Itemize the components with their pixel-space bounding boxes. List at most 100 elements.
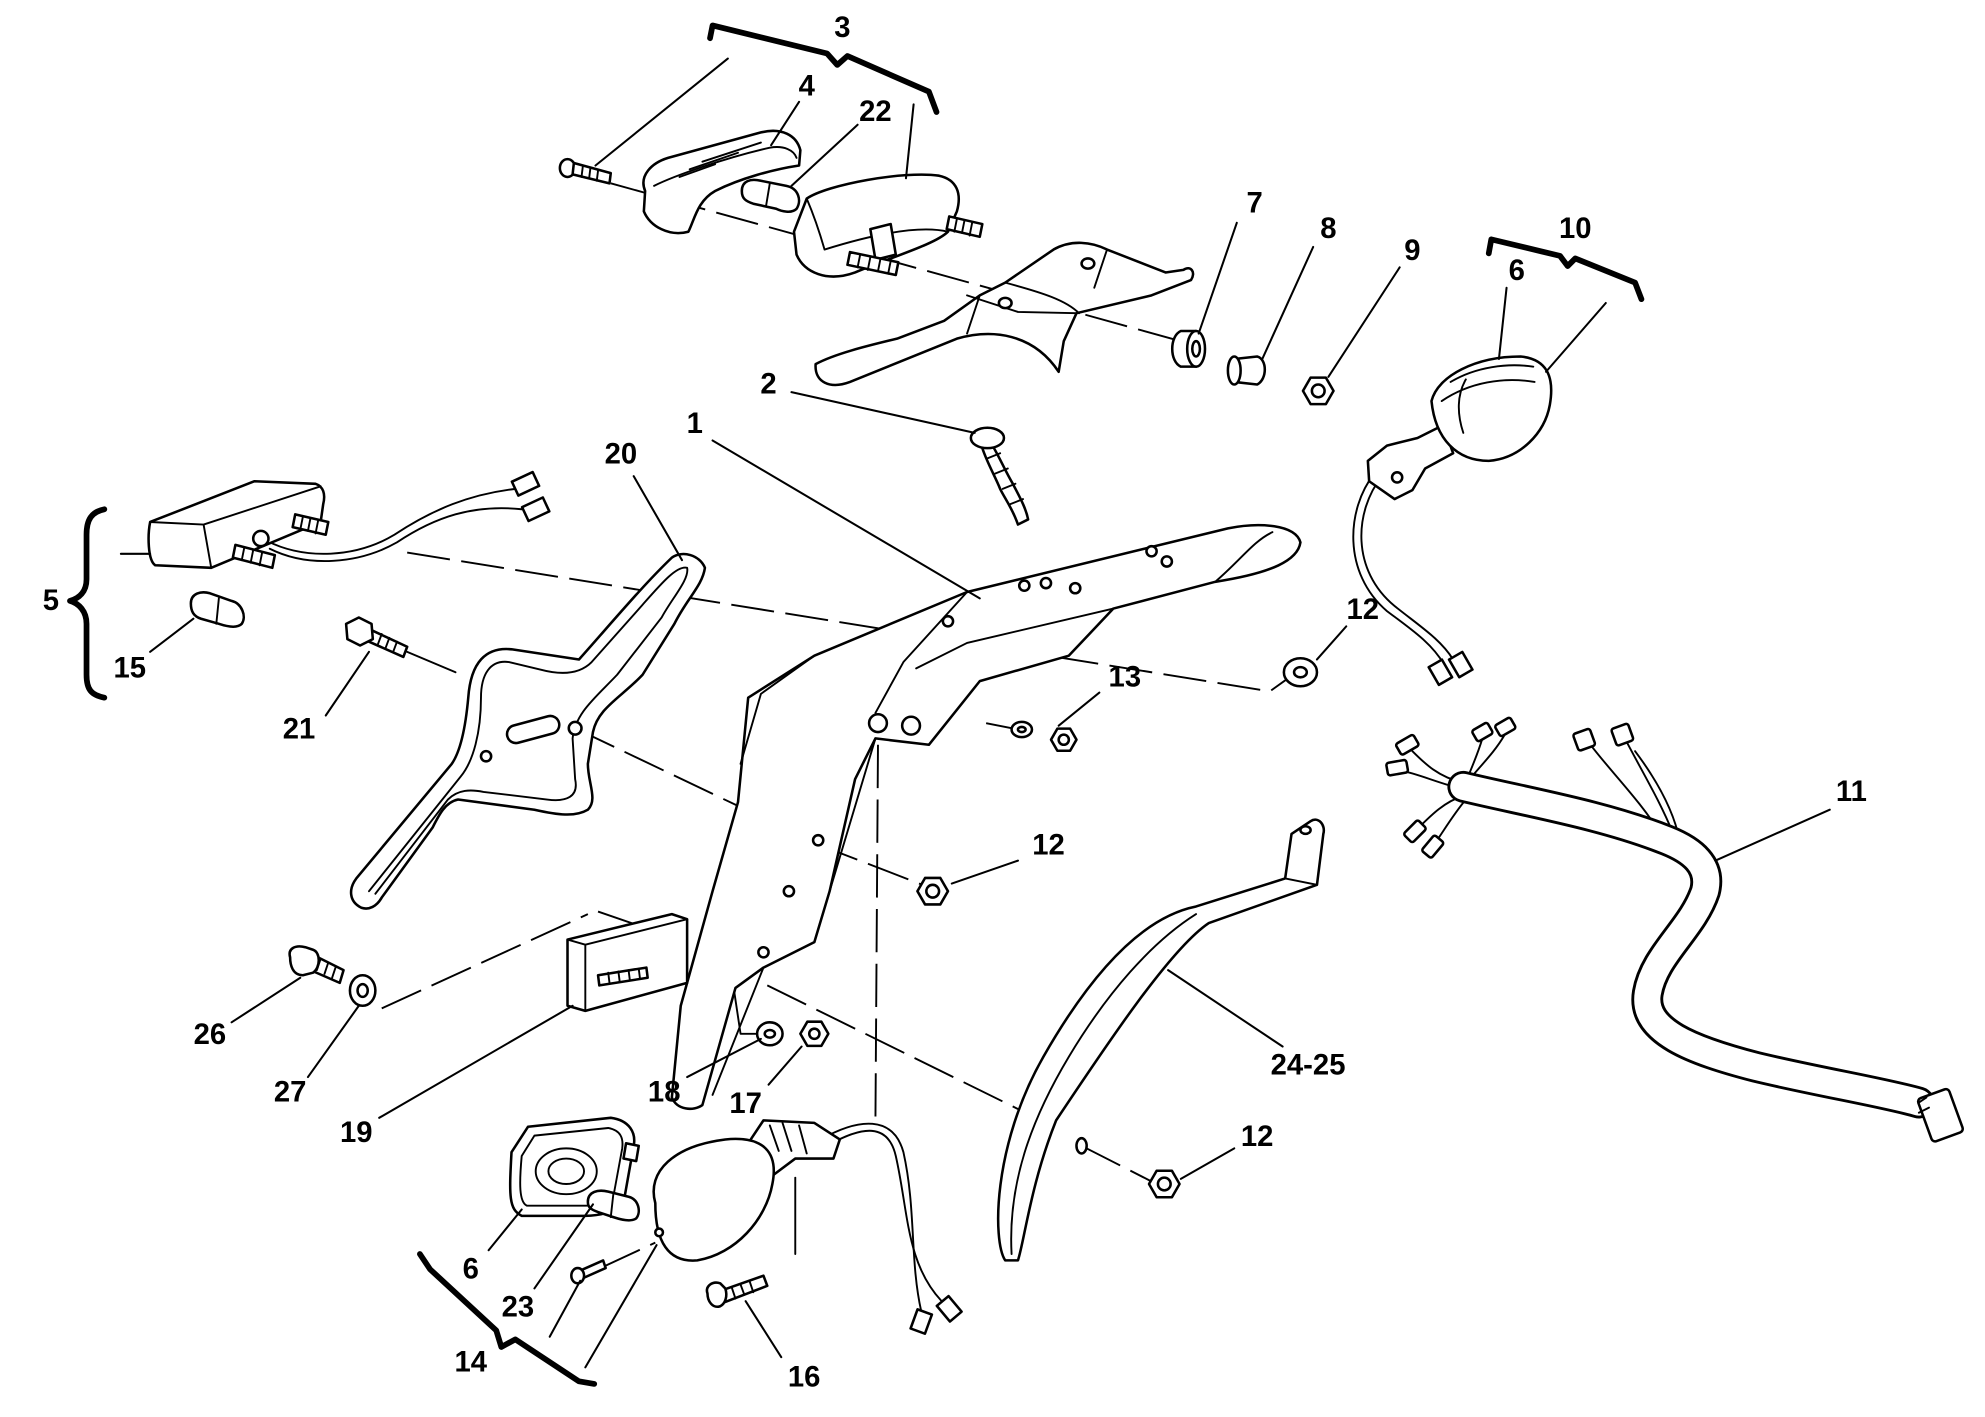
harness-connector (1394, 733, 1420, 756)
leader-11 (1714, 808, 1831, 862)
turn-signal-lens (1430, 355, 1553, 463)
axis-plate-holder (574, 727, 741, 809)
harness-connector (1494, 716, 1517, 738)
rear-fender (670, 523, 1302, 1111)
reflector-body (566, 912, 689, 1013)
rivet-head (969, 426, 1006, 450)
leader-15 (149, 617, 195, 653)
holder-hole (567, 720, 583, 736)
brace-5 (67, 506, 108, 701)
leader-3-right (904, 103, 915, 180)
nut-12-lower (1147, 1169, 1181, 1199)
fender-hole (1068, 581, 1082, 595)
housing-tab (869, 222, 898, 261)
screw-thread (580, 165, 599, 182)
washer-hole (1292, 665, 1309, 679)
lens-screw (570, 1259, 607, 1285)
plate-light-body (147, 479, 326, 570)
harness-connector (1610, 722, 1635, 747)
turn-signal-bulb (586, 1189, 640, 1222)
fender-hole (757, 945, 770, 959)
lens-ridges (1440, 364, 1536, 434)
brace-10 (1485, 236, 1645, 303)
harness-connector (1572, 727, 1597, 752)
leader-14-screw (548, 1279, 582, 1338)
bolt-head (288, 945, 321, 977)
leader-2 (790, 391, 976, 434)
fender-hole (811, 833, 825, 847)
callout-15: 15 (114, 652, 147, 684)
stud-thread (607, 967, 641, 984)
harness-connector (1385, 758, 1410, 777)
axis-reflector-bolt (381, 913, 589, 1010)
leader-21 (324, 650, 371, 717)
callout-5: 5 (43, 585, 59, 617)
fender-hole (941, 614, 955, 628)
callout-13: 13 (1109, 661, 1142, 693)
plate-light-wire (266, 487, 517, 555)
plastic-rivet (969, 426, 1030, 526)
fender-mount-hole (900, 715, 922, 736)
stem-hole (1390, 471, 1404, 484)
leader-3-left (594, 57, 729, 167)
bracket-hole (1299, 824, 1312, 836)
turn-signal-wire (826, 1129, 943, 1303)
leader-23 (533, 1203, 594, 1290)
turn-signal-lower (652, 1119, 963, 1335)
group-braces (67, 22, 1645, 1387)
leader-7 (1197, 221, 1238, 335)
bolt-26 (288, 945, 345, 985)
leader-22 (790, 123, 859, 187)
callout-18: 18 (648, 1076, 681, 1108)
holder-hole (479, 749, 493, 763)
bracket-hole (1080, 257, 1096, 270)
bracket-bar (996, 818, 1326, 1262)
washer-hole (1016, 725, 1027, 734)
wire-connector (1447, 650, 1474, 679)
leader-6-upper (1497, 286, 1508, 361)
harness-connector (1421, 834, 1445, 859)
plate-light-edges (149, 485, 322, 569)
leader-lines (119, 57, 1831, 1369)
spacer-body (1232, 355, 1267, 386)
tail-light-bulb (740, 178, 801, 213)
washer-nut-13 (1010, 720, 1078, 753)
callout-16: 16 (788, 1362, 821, 1394)
nut-12-middle (916, 876, 950, 906)
reflector-tab (622, 1142, 641, 1163)
harness-wire (1434, 798, 1467, 844)
fender-outline (670, 523, 1302, 1111)
bracket-edge (1010, 877, 1318, 1255)
leader-14-lens (584, 1244, 658, 1369)
washer-27 (348, 973, 377, 1008)
bracket-stud (1075, 1136, 1088, 1155)
leader-12-middle (950, 859, 1019, 885)
nut-hole (925, 883, 941, 899)
fender-hole (1145, 544, 1158, 558)
axis-bracket-nut (1081, 1144, 1152, 1183)
washer-12-right (1282, 656, 1319, 688)
harness-end-connector (1916, 1087, 1965, 1143)
leader-18 (686, 1037, 762, 1079)
turn-signal-wire (819, 1122, 923, 1313)
stud-thread-upper (953, 218, 974, 237)
bolt-thread (376, 633, 398, 653)
callout-12-lower: 12 (1241, 1121, 1274, 1153)
leader-12-right (1315, 625, 1348, 661)
lens-body (642, 129, 802, 235)
turn-signal-wire (1352, 472, 1446, 666)
brace-14 (417, 1251, 598, 1387)
turn-signal-wire (1360, 475, 1455, 661)
bracket-hole (997, 296, 1013, 310)
bracket-edges (966, 248, 1108, 335)
axis-reflector-stud (731, 981, 760, 1035)
wire-connector (1427, 658, 1454, 687)
axis-small-screw (600, 1241, 656, 1269)
screw-head (570, 1266, 586, 1285)
callout-9: 9 (1404, 235, 1420, 267)
reflector-pattern (547, 1157, 586, 1185)
fender-hole (1039, 576, 1053, 590)
license-plate-light (147, 470, 551, 570)
callout-27: 27 (274, 1076, 307, 1108)
tail-light-bracket (814, 241, 1195, 387)
